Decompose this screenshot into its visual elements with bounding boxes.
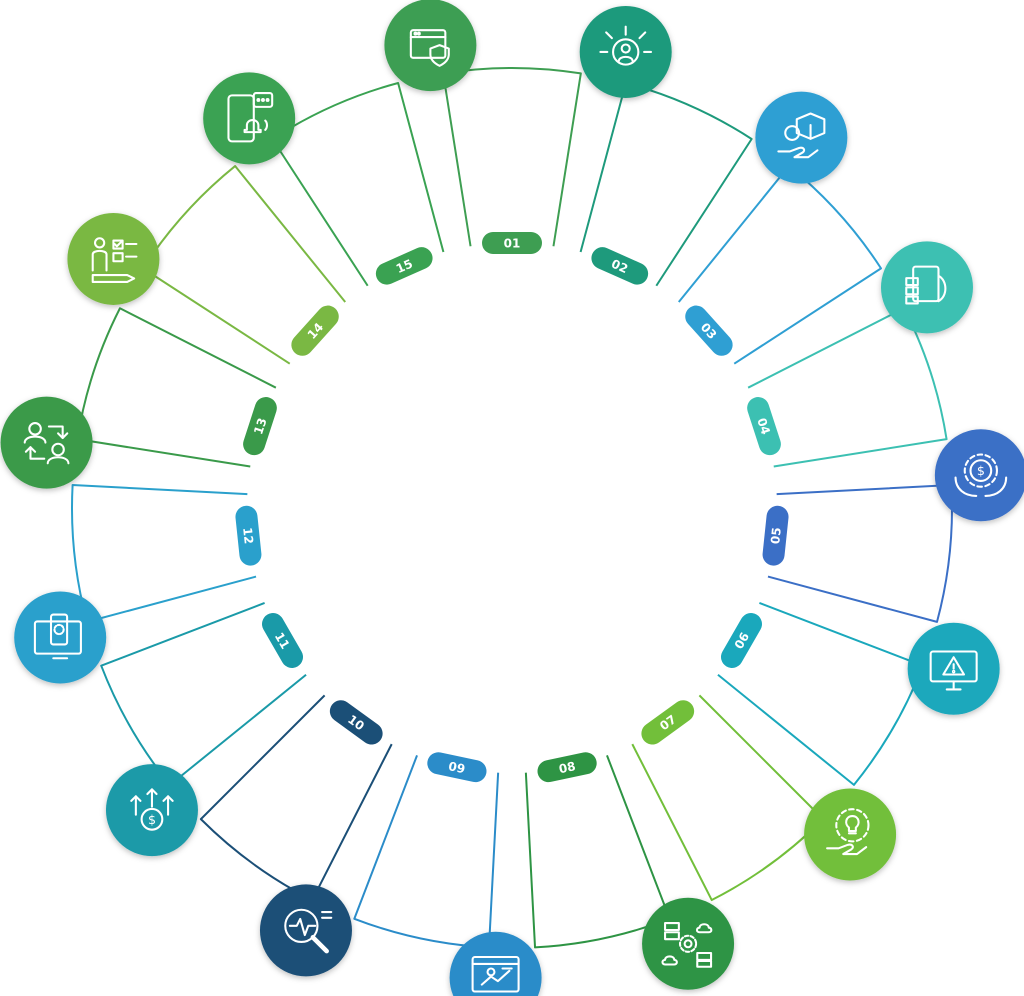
- step-badges: 01 02 03 04 05 06 07 08 09 10 11 12 13 14 15: [235, 232, 789, 783]
- hands-dollar-gear-icon: $: [954, 453, 1008, 497]
- step-number: 02: [609, 257, 630, 277]
- step-badge: 15: [375, 247, 433, 285]
- step-badge: 09: [427, 752, 487, 783]
- icon-circle: [755, 91, 848, 184]
- dollar-growth-arrows-icon: $: [130, 788, 174, 831]
- icon-circle: $: [105, 764, 198, 857]
- icon-circle: [384, 0, 477, 92]
- icon-circle: [14, 591, 107, 684]
- monitor-analytics-icon: [471, 955, 520, 993]
- svg-text:$: $: [148, 812, 156, 827]
- people-exchange-icon: [23, 422, 70, 465]
- segment-outline: [442, 67, 582, 247]
- step-number: 08: [558, 759, 577, 776]
- segment-outline: [353, 755, 500, 949]
- step-badge: 11: [262, 613, 304, 668]
- icon-circle: [0, 396, 93, 489]
- person-gear-arrows-icon: [599, 25, 653, 66]
- icon-circle: [259, 884, 352, 977]
- step-number: 13: [251, 416, 269, 436]
- step-badge: 03: [685, 305, 733, 356]
- icon-circle: $: [934, 429, 1024, 522]
- step-badge: 10: [329, 700, 383, 745]
- segment-outline: [524, 755, 671, 949]
- icon-circle: [449, 931, 542, 996]
- step-number: 05: [768, 527, 784, 545]
- step-badge: 12: [235, 505, 262, 566]
- step-badge: 04: [747, 397, 781, 456]
- browser-shield-icon: [409, 29, 450, 67]
- step-badge: 06: [720, 613, 762, 668]
- person-checklist-icon: [91, 237, 138, 283]
- step-number: 04: [754, 416, 772, 436]
- step-number: 01: [504, 237, 521, 251]
- devices-gear-icon: [33, 613, 82, 660]
- servers-gear-clouds-icon: [661, 922, 713, 968]
- icon-circle: [642, 897, 735, 990]
- phone-notification-icon: [227, 92, 274, 143]
- icon-circle: [203, 72, 296, 165]
- svg-text:$: $: [977, 463, 985, 478]
- icon-circle: [804, 788, 897, 881]
- icon-circle: [579, 5, 672, 98]
- segment-outline: [71, 483, 257, 623]
- step-badge: 05: [762, 505, 789, 566]
- icon-circle: [880, 241, 973, 334]
- step-number: 12: [240, 527, 256, 545]
- step-number: 09: [447, 759, 466, 776]
- step-badge: 13: [243, 397, 277, 456]
- step-number: 15: [394, 257, 415, 277]
- step-badge: 07: [641, 700, 695, 745]
- stacked-documents-icon: [905, 265, 947, 305]
- segment-outline: [767, 483, 953, 623]
- step-badge: 08: [537, 752, 597, 783]
- monitor-warning-icon: [929, 650, 978, 691]
- step-badge: 14: [291, 305, 339, 356]
- step-badge: 01: [482, 232, 542, 254]
- step-badge: 02: [591, 247, 649, 285]
- hand-package-icon: [777, 112, 826, 159]
- icon-circle: [67, 212, 160, 305]
- hand-lightbulb-gear-icon: [826, 808, 870, 856]
- magnifier-pulse-icon: [284, 908, 333, 954]
- icon-circle: [907, 622, 1000, 715]
